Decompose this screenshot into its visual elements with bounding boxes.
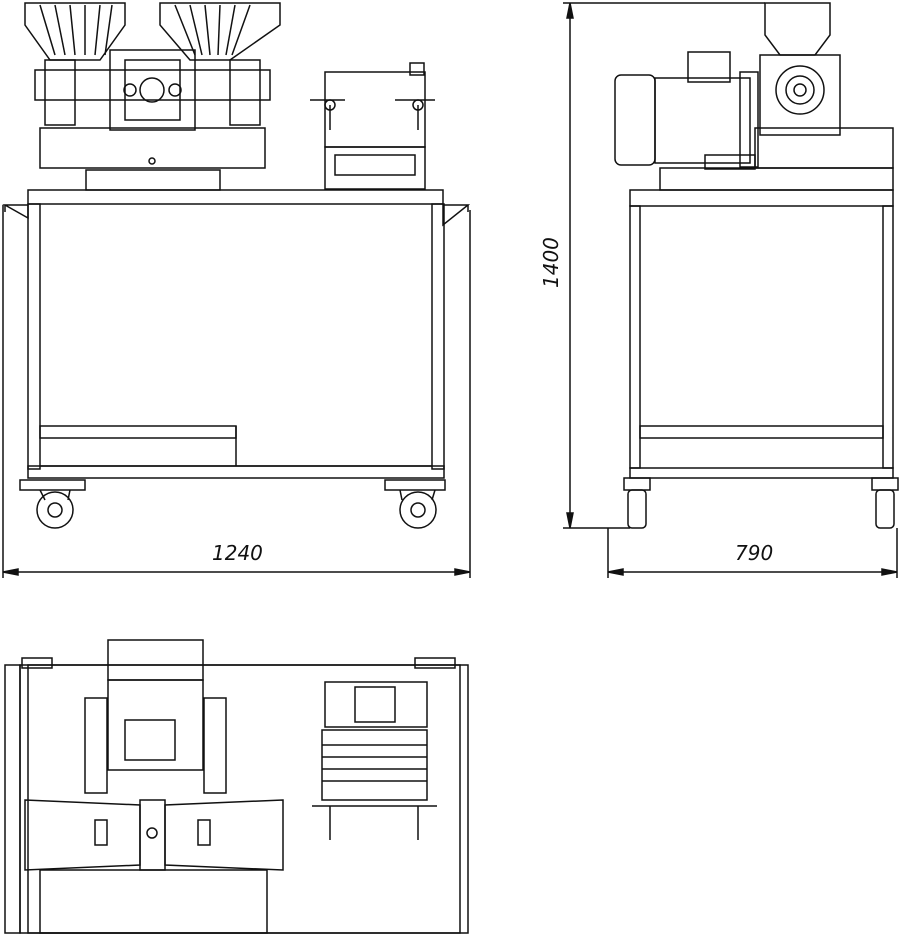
top-table-outline	[19, 664, 469, 934]
front-caster-left	[19, 479, 86, 529]
top-view	[4, 639, 469, 934]
control-unit	[310, 62, 435, 190]
side-table	[629, 189, 894, 479]
top-control-unit	[312, 681, 437, 840]
side-hopper	[759, 2, 841, 136]
depth-dimension-label: 790	[735, 541, 773, 565]
side-view	[563, 2, 899, 578]
side-gearbox	[754, 127, 894, 169]
front-table	[2, 189, 471, 479]
top-motor	[84, 639, 227, 794]
dosing-unit	[34, 49, 271, 131]
right-hopper	[159, 2, 281, 61]
depth-dimension	[607, 528, 898, 578]
width-dimension-label: 1240	[212, 541, 263, 565]
hopper-base	[39, 127, 266, 169]
left-hopper	[24, 2, 126, 61]
side-caster-right	[871, 477, 899, 529]
width-dimension	[2, 205, 471, 578]
height-dimension	[563, 2, 765, 529]
top-base	[39, 869, 268, 934]
top-hoppers	[24, 799, 284, 871]
front-view	[2, 2, 471, 578]
front-caster-right	[384, 479, 446, 529]
height-dimension-label: 1400	[539, 237, 563, 288]
side-caster-left	[623, 477, 651, 529]
motor	[614, 51, 759, 168]
